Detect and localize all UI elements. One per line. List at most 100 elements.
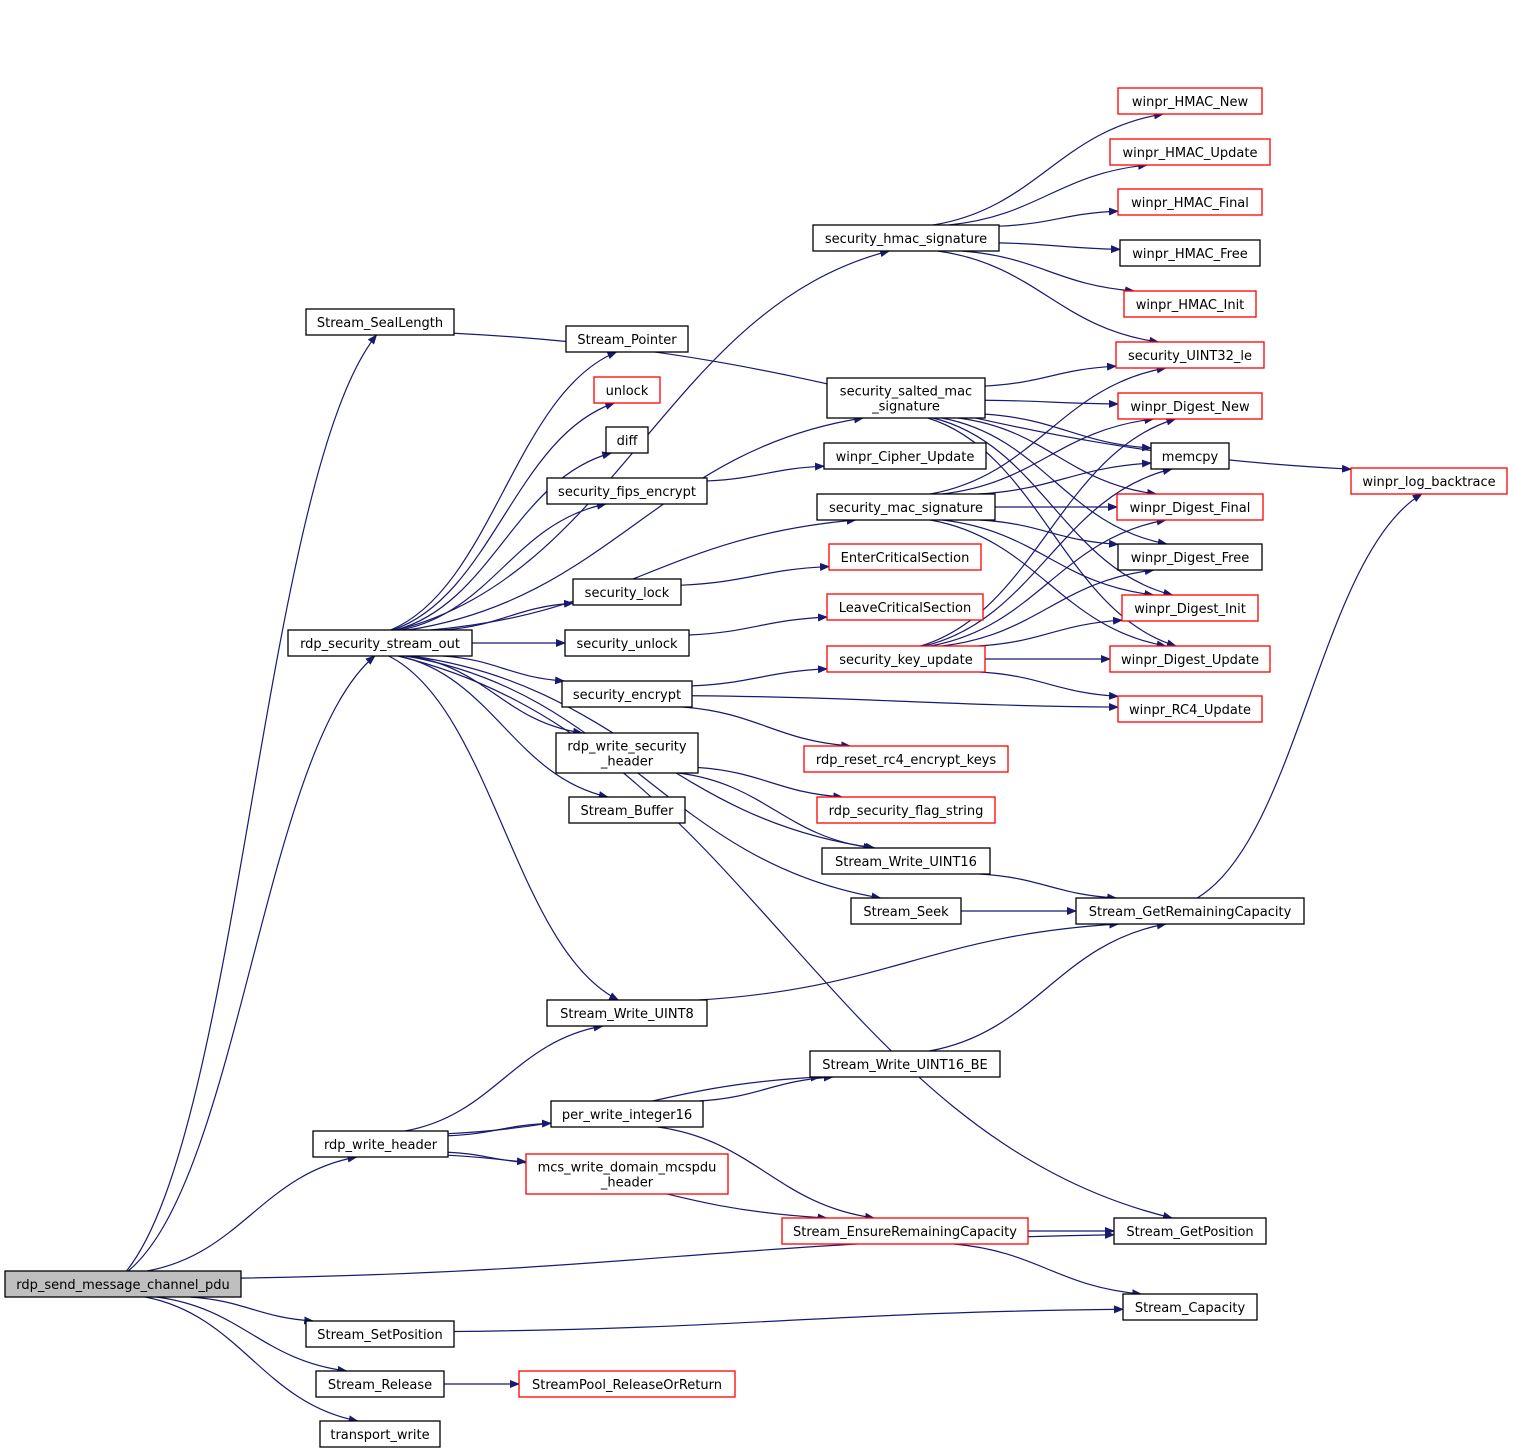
node-label: Stream_Capacity bbox=[1135, 1301, 1246, 1316]
node-label: rdp_write_header bbox=[324, 1138, 438, 1153]
node-label: winpr_HMAC_Free bbox=[1132, 247, 1247, 262]
node-wu8[interactable]: Stream_Write_UINT8 bbox=[546, 999, 708, 1027]
node-u32le[interactable]: security_UINT32_le bbox=[1115, 341, 1265, 369]
node-label: security_encrypt bbox=[573, 688, 681, 703]
node-digUpd[interactable]: winpr_Digest_Update bbox=[1109, 645, 1271, 673]
node-box bbox=[1119, 239, 1261, 267]
node-digFinal[interactable]: winpr_Digest_Final bbox=[1116, 493, 1264, 521]
node-hmacFinal[interactable]: winpr_HMAC_Final bbox=[1117, 188, 1263, 216]
node-box bbox=[850, 897, 962, 925]
node-resetRc4[interactable]: rdp_reset_rc4_encrypt_keys bbox=[803, 745, 1009, 773]
node-secOut[interactable]: rdp_security_stream_out bbox=[287, 629, 473, 657]
node-flagStr[interactable]: rdp_security_flag_string bbox=[816, 796, 996, 824]
edge-line bbox=[978, 616, 1123, 647]
node-cipherUpd[interactable]: winpr_Cipher_Update bbox=[823, 442, 987, 470]
edge-root-to-writeHeader bbox=[146, 1154, 358, 1272]
node-keyUpd[interactable]: security_key_update bbox=[826, 645, 986, 673]
node-box bbox=[550, 1100, 704, 1128]
edge-hmacSig-to-hmacUpd bbox=[948, 161, 1149, 226]
node-digFree[interactable]: winpr_Digest_Free bbox=[1117, 543, 1263, 571]
node-hmacInit[interactable]: winpr_HMAC_Init bbox=[1123, 290, 1257, 318]
edge-macSig-to-memcpy bbox=[978, 459, 1152, 495]
edge-line bbox=[678, 772, 874, 851]
node-box bbox=[1117, 695, 1263, 723]
node-transport[interactable]: transport_write bbox=[319, 1420, 441, 1448]
node-lock[interactable]: security_lock bbox=[572, 578, 682, 606]
node-macSig[interactable]: security_mac_signature bbox=[816, 493, 996, 521]
node-perw[interactable]: per_write_integer16 bbox=[550, 1100, 704, 1128]
node-unlock2[interactable]: security_unlock bbox=[564, 629, 690, 657]
node-release[interactable]: Stream_Release bbox=[315, 1370, 445, 1398]
edge-perw-to-ensure bbox=[657, 1126, 876, 1221]
edge-wu16be-to-remCap bbox=[929, 921, 1167, 1052]
node-fips[interactable]: security_fips_encrypt bbox=[546, 477, 708, 505]
node-remCap[interactable]: Stream_GetRemainingCapacity bbox=[1075, 897, 1305, 925]
node-logBt[interactable]: winpr_log_backtrace bbox=[1350, 467, 1508, 495]
node-mcs[interactable]: mcs_write_domain_mcspdu_header bbox=[525, 1153, 729, 1195]
edge-line bbox=[390, 351, 618, 631]
node-box bbox=[312, 1130, 449, 1158]
node-box bbox=[826, 645, 986, 673]
edge-root-to-transport bbox=[145, 1296, 359, 1424]
edge-secOut-to-unlock bbox=[392, 402, 616, 631]
edge-line bbox=[395, 451, 613, 631]
edge-line bbox=[442, 655, 566, 685]
node-box bbox=[1123, 290, 1257, 318]
edge-perw-to-wu16be bbox=[699, 1073, 834, 1102]
node-leaveCS[interactable]: LeaveCriticalSection bbox=[826, 593, 984, 621]
node-buf[interactable]: Stream_Buffer bbox=[568, 796, 686, 824]
node-hmacSig[interactable]: security_hmac_signature bbox=[812, 224, 1000, 252]
node-diff[interactable]: diff bbox=[605, 426, 649, 454]
node-label: Stream_Seek bbox=[863, 905, 949, 920]
node-digInit[interactable]: winpr_Digest_Init bbox=[1121, 594, 1259, 622]
node-cap[interactable]: Stream_Capacity bbox=[1122, 1293, 1258, 1321]
node-label: security_fips_encrypt bbox=[558, 485, 696, 500]
node-box bbox=[828, 543, 982, 571]
node-wsh[interactable]: rdp_write_security_header bbox=[555, 732, 699, 774]
node-spool[interactable]: StreamPool_ReleaseOrReturn bbox=[518, 1370, 736, 1398]
node-wu16be[interactable]: Stream_Write_UINT16_BE bbox=[809, 1050, 1001, 1078]
node-root[interactable]: rdp_send_message_channel_pdu bbox=[4, 1270, 242, 1298]
node-box bbox=[826, 377, 986, 419]
edge-macSig-to-digNew bbox=[942, 416, 1155, 495]
node-rc4Upd[interactable]: winpr_RC4_Update bbox=[1117, 695, 1263, 723]
node-digNew[interactable]: winpr_Digest_New bbox=[1117, 392, 1263, 420]
node-label: Stream_Buffer bbox=[581, 804, 675, 819]
edge-line bbox=[706, 462, 825, 482]
node-label: rdp_write_security bbox=[567, 740, 687, 755]
edge-wsh-to-flagStr bbox=[697, 766, 844, 801]
node-unlock[interactable]: unlock bbox=[593, 376, 661, 404]
edge-line bbox=[984, 362, 1117, 387]
edge-line bbox=[984, 399, 1119, 408]
node-writeHeader[interactable]: rdp_write_header bbox=[312, 1130, 449, 1158]
node-hmacFree[interactable]: winpr_HMAC_Free bbox=[1119, 239, 1261, 267]
node-memcpy[interactable]: memcpy bbox=[1150, 442, 1230, 470]
node-box bbox=[1117, 392, 1263, 420]
node-label: security_key_update bbox=[839, 653, 972, 668]
edge-line bbox=[698, 920, 1120, 1001]
node-hmacNew[interactable]: winpr_HMAC_New bbox=[1117, 87, 1263, 115]
edge-line bbox=[688, 613, 828, 636]
node-seek[interactable]: Stream_Seek bbox=[850, 897, 962, 925]
node-hmacUpd[interactable]: winpr_HMAC_Update bbox=[1109, 138, 1271, 166]
edge-root-to-sealLength bbox=[126, 334, 378, 1272]
node-ensure[interactable]: Stream_EnsureRemainingCapacity bbox=[781, 1217, 1029, 1245]
node-label: Stream_Pointer bbox=[577, 333, 677, 348]
node-ptr[interactable]: Stream_Pointer bbox=[565, 325, 689, 353]
edge-keyUpd-to-digInit bbox=[978, 616, 1123, 647]
node-enterCS[interactable]: EnterCriticalSection bbox=[828, 543, 982, 571]
node-label: winpr_Digest_Init bbox=[1134, 602, 1246, 617]
edge-encrypt-to-keyUpd bbox=[691, 665, 828, 687]
edge-line bbox=[927, 417, 1177, 648]
edge-hmacSig-to-u32le bbox=[937, 250, 1160, 345]
node-encrypt[interactable]: security_encrypt bbox=[561, 680, 693, 708]
node-salted[interactable]: security_salted_mac_signature bbox=[826, 377, 986, 419]
node-getPos[interactable]: Stream_GetPosition bbox=[1113, 1217, 1267, 1245]
node-label: Stream_Write_UINT16 bbox=[835, 855, 977, 870]
node-label: rdp_security_flag_string bbox=[829, 804, 984, 819]
node-label: security_lock bbox=[585, 586, 670, 601]
edge-line bbox=[961, 250, 1136, 295]
node-sealLength[interactable]: Stream_SealLength bbox=[305, 308, 455, 336]
node-setPos[interactable]: Stream_SetPosition bbox=[305, 1320, 455, 1348]
node-wu16[interactable]: Stream_Write_UINT16 bbox=[821, 847, 991, 875]
